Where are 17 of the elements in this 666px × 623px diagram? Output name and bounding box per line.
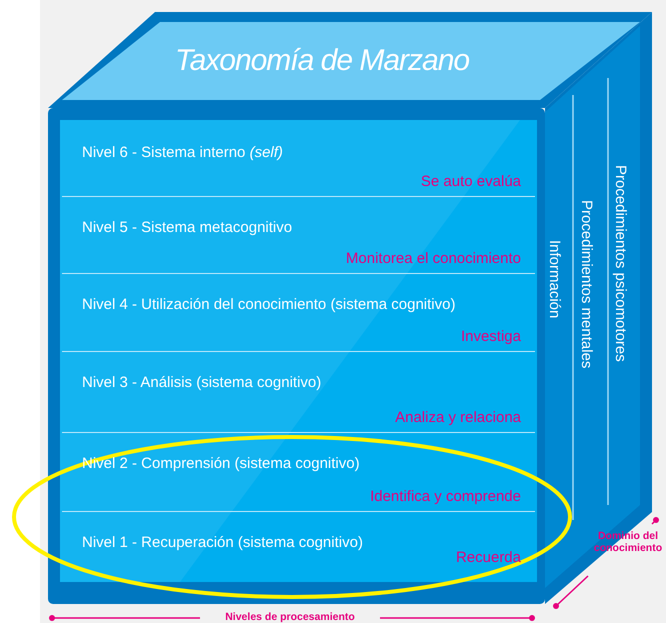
action-text: Identifica y comprende (370, 488, 521, 505)
action-text: Monitorea el conocimiento (346, 250, 521, 267)
level-heading: Nivel 1 - Recuperación (sistema cognitivo) (82, 534, 363, 551)
action-text: Recuerda (456, 549, 521, 566)
level-heading: Nivel 2 - Comprensión (sistema cognitivo) (82, 455, 360, 472)
title: Taxonomía de Marzano (175, 44, 470, 78)
level-heading: Nivel 6 - Sistema interno (self) (82, 144, 283, 161)
action-text: Investiga (460, 328, 521, 345)
action-text: Se auto evalúa (420, 173, 521, 190)
action-text: Analiza y relaciona (395, 409, 521, 426)
column-label: Procedimientos psicomotores (612, 165, 629, 362)
column-label: Procedimientos mentales (578, 200, 595, 368)
level-heading: Nivel 5 - Sistema metacognitivo (82, 219, 292, 236)
level-heading: Nivel 3 - Análisis (sistema cognitivo) (82, 374, 322, 391)
level-heading: Nivel 4 - Utilización del conocimiento (sistema cognitivo) (82, 296, 456, 313)
column-label: Información (546, 240, 563, 318)
dimension-label: Niveles de procesamiento (224, 611, 356, 623)
